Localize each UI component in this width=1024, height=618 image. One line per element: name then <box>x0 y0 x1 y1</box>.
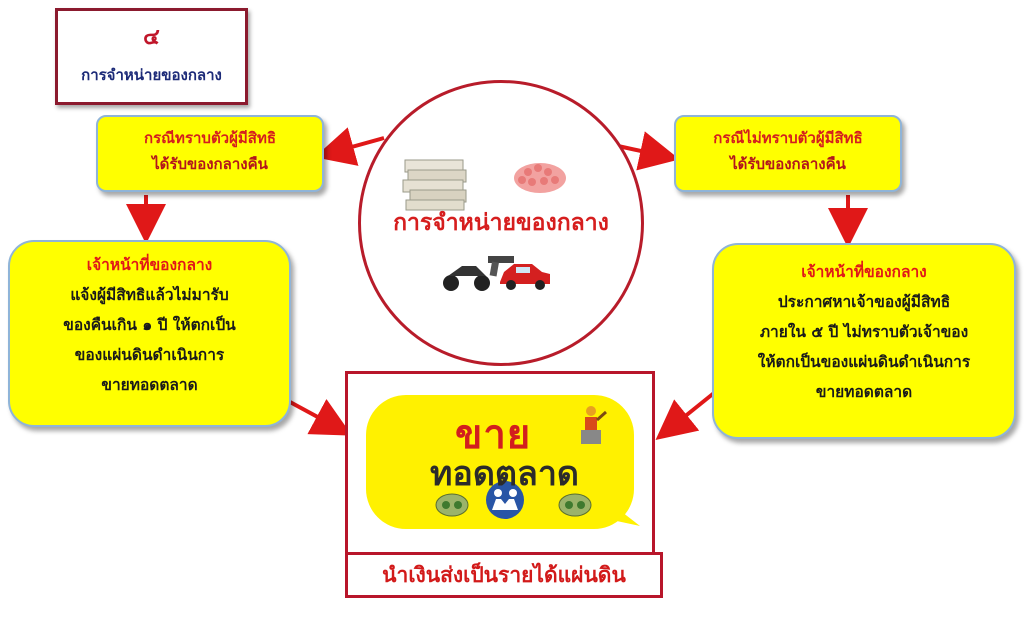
left-case-box: กรณีทราบตัวผู้มีสิทธิ ได้รับของกลางคืน <box>96 115 324 192</box>
right-detail-line: ภายใน ๕ ปี ไม่ทราบตัวเจ้าของ <box>759 323 969 341</box>
auction-sale-text: ขาย <box>455 412 532 458</box>
right-case-box: กรณีไม่ทราบตัวผู้มีสิทธิ ได้รับของกลางคื… <box>674 115 902 192</box>
right-case-line1: กรณีไม่ทราบตัวผู้มีสิทธิ <box>713 129 863 147</box>
auction-market-text: ทอดตลาด <box>430 454 579 494</box>
car-icon <box>500 264 550 290</box>
speech-bubble-tail <box>604 498 640 526</box>
left-case-line1: กรณีทราบตัวผู้มีสิทธิ <box>144 129 276 147</box>
left-detail-line: ของแผ่นดินดำเนินการ <box>74 346 225 364</box>
money-bag-icon <box>435 493 469 517</box>
right-detail-box: เจ้าหน้าที่ของกลาง ประกาศหาเจ้าของผู้มีส… <box>712 243 1016 439</box>
money-stack-icon <box>402 159 467 211</box>
center-title: การจำหน่ายของกลาง <box>393 210 609 236</box>
arrow-right-to-auction <box>655 391 716 441</box>
arrow-left-to-auction <box>289 398 353 436</box>
section-number-card: ๔ การจำหน่ายของกลาง <box>55 8 248 105</box>
right-detail-line: ประกาศหาเจ้าของผู้มีสิทธิ <box>777 293 951 311</box>
left-detail-line: ของคืนเกิน ๑ ปี ให้ตกเป็น <box>63 316 236 334</box>
right-case-line2: ได้รับของกลางคืน <box>730 155 846 173</box>
left-detail-line: แจ้งผู้มีสิทธิแล้วไม่มารับ <box>70 286 229 304</box>
gun-icon <box>488 256 514 277</box>
section-title: การจำหน่ายของกลาง <box>81 66 222 84</box>
motorcycle-icon <box>443 266 490 291</box>
right-detail-line: ขายทอดตลาด <box>815 383 913 401</box>
revenue-box: นำเงินส่งเป็นรายได้แผ่นดิน <box>345 552 663 598</box>
arrow-to-left-case <box>314 127 385 166</box>
section-number: ๔ <box>143 25 160 50</box>
left-detail-box: เจ้าหน้าที่ของกลาง แจ้งผู้มีสิทธิแล้วไม่… <box>8 240 291 427</box>
center-circle <box>358 80 644 366</box>
auctioneer-icon <box>581 406 607 444</box>
arrow-to-right-case <box>617 131 680 171</box>
right-detail-line: ให้ตกเป็นของแผ่นดินดำเนินการ <box>757 353 971 371</box>
left-case-line2: ได้รับของกลางคืน <box>152 155 268 173</box>
right-detail-heading: เจ้าหน้าที่ของกลาง <box>801 263 927 281</box>
handshake-icon <box>486 481 524 519</box>
left-detail-line: ขายทอดตลาด <box>101 376 198 394</box>
left-detail-heading: เจ้าหน้าที่ของกลาง <box>86 256 213 274</box>
money-bag-icon <box>558 493 592 517</box>
pills-icon <box>514 163 566 193</box>
